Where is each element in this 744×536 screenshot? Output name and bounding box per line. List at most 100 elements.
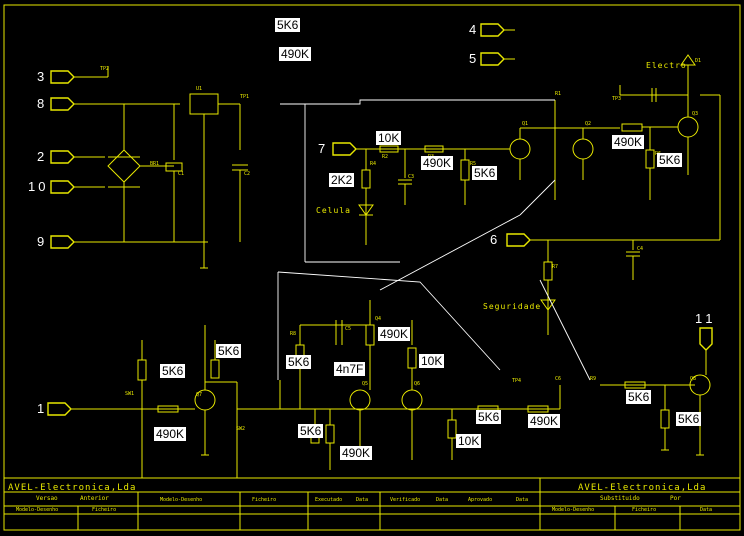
svg-text:Q1: Q1 bbox=[522, 121, 528, 127]
component-value-label: 5K6 bbox=[160, 364, 186, 378]
modelo-desenho-label-right: Modelo-Desenho bbox=[552, 507, 595, 513]
bridge-rectifier bbox=[107, 149, 141, 183]
component-value-label: 10K bbox=[456, 434, 482, 448]
versao-label: Versao bbox=[36, 495, 58, 502]
connector-11-symbol bbox=[699, 327, 713, 372]
component-value-label: 10K bbox=[376, 131, 402, 145]
transistor-q3 bbox=[677, 116, 699, 138]
modelo-desenho-label: Modelo-Desenho bbox=[16, 507, 59, 513]
svg-text:Q2: Q2 bbox=[585, 121, 591, 127]
connector-number: 1 bbox=[37, 401, 45, 416]
executado-label: Executado bbox=[315, 497, 343, 503]
svg-text:U1: U1 bbox=[196, 86, 202, 92]
svg-text:R2: R2 bbox=[382, 154, 388, 160]
substituido-label: Substituido bbox=[600, 495, 640, 502]
component-value-label: 490K bbox=[279, 47, 312, 61]
svg-text:R1: R1 bbox=[555, 91, 561, 97]
connector-1-symbol bbox=[47, 402, 105, 416]
connector-number: 7 bbox=[318, 141, 326, 156]
connector-number: 4 bbox=[469, 22, 477, 37]
ficheiro-label-center: Ficheiro bbox=[252, 497, 277, 503]
transistor-q6 bbox=[401, 389, 423, 411]
component-value-label: 5K6 bbox=[676, 412, 702, 426]
svg-text:R8: R8 bbox=[290, 331, 296, 337]
connector-number: 5 bbox=[469, 51, 477, 66]
component-value-label: 5K6 bbox=[216, 344, 242, 358]
component-value-label: 490K bbox=[528, 414, 561, 428]
net-label-celula: Celula bbox=[316, 206, 351, 215]
connector-6-symbol bbox=[506, 233, 720, 247]
svg-text:Q6: Q6 bbox=[414, 381, 420, 387]
svg-text:TP3: TP3 bbox=[612, 96, 621, 102]
connector-7-symbol bbox=[332, 142, 375, 156]
component-value-label: 490K bbox=[378, 327, 411, 341]
company-name-left: AVEL-Electronica,Lda bbox=[8, 483, 137, 493]
data-label: Data bbox=[516, 497, 529, 503]
connector-number: 11 bbox=[695, 311, 717, 326]
connector-number: 2 bbox=[37, 149, 45, 164]
svg-text:Q4: Q4 bbox=[375, 316, 381, 322]
net-label-electro: Electro bbox=[646, 61, 687, 70]
svg-text:C2: C2 bbox=[244, 171, 250, 177]
component-value-label: 5K6 bbox=[275, 18, 301, 32]
svg-text:R4: R4 bbox=[370, 161, 376, 167]
connector-8-symbol bbox=[50, 97, 180, 111]
regulator-ic bbox=[189, 93, 219, 115]
title-block-lines bbox=[4, 477, 740, 530]
transistor-q5 bbox=[349, 389, 371, 411]
anterior-label: Anterior bbox=[80, 495, 109, 502]
transistor-q2 bbox=[572, 138, 594, 160]
svg-text:SW2: SW2 bbox=[236, 426, 245, 432]
component-value-label: 490K bbox=[612, 135, 645, 149]
data-label: Data bbox=[436, 497, 449, 503]
svg-text:C1: C1 bbox=[178, 171, 184, 177]
svg-text:TP4: TP4 bbox=[512, 378, 521, 384]
svg-text:Q7: Q7 bbox=[196, 392, 202, 398]
connector-number: 10 bbox=[28, 179, 49, 194]
connector-10-symbol bbox=[50, 180, 105, 194]
svg-text:C5: C5 bbox=[345, 326, 351, 332]
connector-number: 9 bbox=[37, 234, 45, 249]
svg-text:SW1: SW1 bbox=[125, 391, 134, 397]
svg-text:C6: C6 bbox=[555, 376, 561, 382]
svg-text:C3: C3 bbox=[408, 174, 414, 180]
connector-number: 8 bbox=[37, 96, 45, 111]
led-seguridade bbox=[540, 299, 556, 311]
connector-4-symbol bbox=[480, 23, 515, 37]
connector-number: 6 bbox=[490, 232, 498, 247]
led-celula bbox=[358, 204, 374, 216]
ficheiro-label: Ficheiro bbox=[92, 507, 117, 513]
component-value-label: 10K bbox=[419, 354, 445, 368]
data-label-right: Data bbox=[700, 507, 713, 513]
svg-text:R5: R5 bbox=[470, 161, 476, 167]
component-value-label: 4n7F bbox=[334, 362, 366, 376]
company-name-right: AVEL-Electronica,Lda bbox=[578, 483, 707, 493]
svg-text:Q8: Q8 bbox=[690, 376, 696, 382]
component-value-label: 490K bbox=[154, 427, 187, 441]
svg-text:R9: R9 bbox=[590, 376, 596, 382]
component-value-label: 5K6 bbox=[626, 390, 652, 404]
component-value-label: 5K6 bbox=[298, 424, 324, 438]
connector-3-symbol bbox=[50, 70, 108, 84]
connector-number: 3 bbox=[37, 69, 45, 84]
verificado-label: Verificado bbox=[390, 497, 421, 503]
component-value-label: 2K2 bbox=[329, 173, 355, 187]
component-value-label: 5K6 bbox=[657, 153, 683, 167]
ground-symbols bbox=[138, 267, 704, 479]
sheet-border bbox=[3, 4, 741, 531]
svg-text:Q3: Q3 bbox=[692, 111, 698, 117]
transistor-q1 bbox=[509, 138, 531, 160]
component-value-label: 5K6 bbox=[476, 410, 502, 424]
component-value-label: 5K6 bbox=[286, 355, 312, 369]
svg-text:BR1: BR1 bbox=[150, 161, 159, 167]
ficheiro-label-right: Ficheiro bbox=[632, 507, 657, 513]
connector-5-symbol bbox=[480, 52, 515, 66]
svg-text:TP1: TP1 bbox=[240, 94, 249, 100]
component-value-label: 5K6 bbox=[472, 166, 498, 180]
svg-text:D1: D1 bbox=[695, 58, 701, 64]
svg-text:Q5: Q5 bbox=[362, 381, 368, 387]
svg-text:TP2: TP2 bbox=[100, 66, 109, 72]
connector-9-symbol bbox=[50, 235, 208, 249]
data-label: Data bbox=[356, 497, 369, 503]
